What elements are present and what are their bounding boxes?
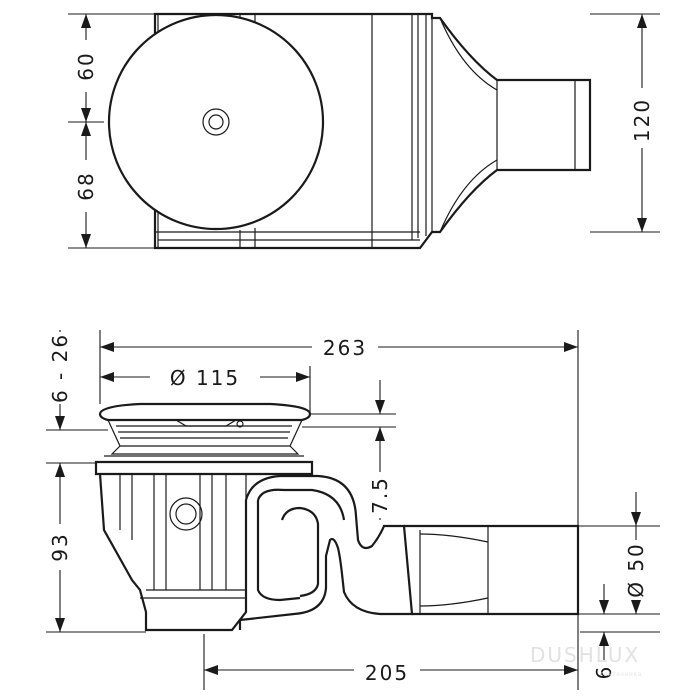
top-left-dimensions: 60 68 <box>68 13 155 249</box>
arrow <box>631 512 641 526</box>
arrow <box>296 372 310 382</box>
side-stem-dot <box>236 420 244 428</box>
side-siphon-inner-bottom <box>256 500 301 602</box>
arrow <box>55 416 65 430</box>
text-mask <box>50 524 70 570</box>
top-right-dimension: 120 <box>590 13 660 233</box>
text-mask <box>632 88 652 148</box>
arrow <box>204 665 218 675</box>
top-center-knob-inner <box>208 114 224 130</box>
dim-7-5-group: 7.5 <box>302 380 396 520</box>
text-mask <box>370 472 390 518</box>
text-mask <box>150 362 260 388</box>
arrow <box>637 218 647 232</box>
watermark: DUSHLUX сантехника <box>530 643 642 678</box>
arrow <box>564 342 578 352</box>
side-siphon-inner-top <box>256 488 346 521</box>
dim-top-lower: 68 <box>74 171 98 200</box>
arrow <box>637 14 647 28</box>
arrow <box>55 618 65 632</box>
side-outlet-curve <box>419 597 489 607</box>
arrow <box>81 122 91 136</box>
text-mask <box>76 40 96 92</box>
arrow <box>81 108 91 122</box>
top-housing-outline <box>153 12 592 250</box>
arrow <box>599 600 609 614</box>
arrow <box>81 234 91 248</box>
arrow <box>100 342 114 352</box>
dim-outlet-length: 205 <box>365 661 409 685</box>
arrow <box>631 600 641 614</box>
side-neck-ribs <box>116 425 292 439</box>
arrow <box>100 372 114 382</box>
side-outlet-curve <box>419 533 489 543</box>
side-stem <box>175 419 237 427</box>
top-view <box>107 12 592 250</box>
text-mask <box>76 160 96 212</box>
side-port-inner <box>175 503 197 525</box>
side-neck <box>107 419 303 447</box>
dim-outlet-diameter: Ø 50 <box>624 542 648 598</box>
dim-205-group: 205 <box>203 614 579 690</box>
top-outlet-curve <box>439 17 498 91</box>
arrow <box>375 400 385 414</box>
dim-top-upper: 60 <box>74 51 98 80</box>
dim-step: 7.5 <box>368 476 392 514</box>
top-outlet-curve <box>439 159 498 233</box>
dim-outlet-offset: 6 <box>592 665 616 680</box>
side-neck-flange <box>110 445 300 455</box>
dim-cover-diameter: Ø 115 <box>170 366 240 390</box>
text-mask <box>626 540 646 600</box>
watermark-tagline: сантехника <box>600 671 642 678</box>
arrow <box>564 665 578 675</box>
top-center-knob <box>202 108 230 136</box>
side-port-outer <box>169 497 203 531</box>
side-body-outline <box>98 473 414 632</box>
text-mask <box>354 656 420 684</box>
arrow <box>375 427 385 441</box>
side-view <box>94 402 580 632</box>
dim-263-group: 263 <box>99 330 579 526</box>
watermark-brand: DUSHLUX <box>530 643 640 667</box>
dim-right-side-group: Ø 50 6 <box>578 492 660 682</box>
dim-height: 93 <box>48 532 72 561</box>
side-outlet-outline <box>404 524 580 616</box>
dim-top-total: 120 <box>630 98 654 142</box>
text-mask <box>594 662 614 682</box>
arrow <box>81 14 91 28</box>
text-mask <box>312 332 378 358</box>
dim-total-length: 263 <box>323 336 367 360</box>
side-flange-ring <box>94 460 314 476</box>
text-mask <box>50 332 70 404</box>
top-cover-circle <box>107 13 325 231</box>
dim-left-side-group: 6 - 26 93 <box>46 330 146 633</box>
dim-adjust-range: 6 - 26 <box>48 333 72 403</box>
side-cover-cap <box>98 402 312 422</box>
side-siphon-core <box>280 506 320 598</box>
dim-115-group: Ø 115 <box>100 362 311 412</box>
